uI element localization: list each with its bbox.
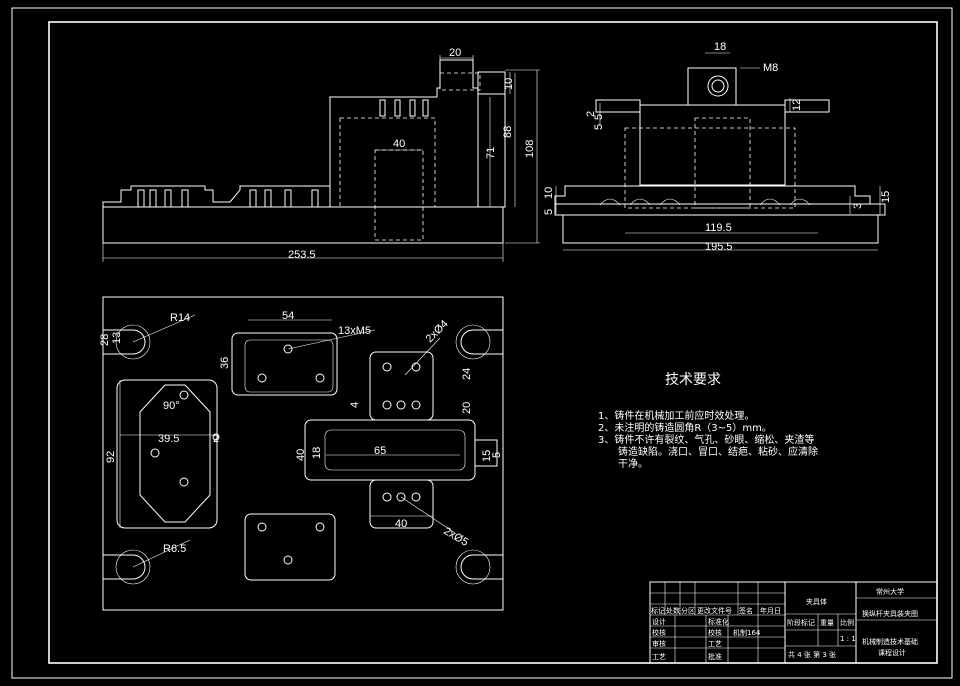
svg-text:40: 40 xyxy=(295,449,307,461)
side-view xyxy=(554,52,886,251)
svg-text:253.5: 253.5 xyxy=(288,249,316,261)
inner-frame xyxy=(48,21,938,664)
svg-text:28: 28 xyxy=(99,334,111,346)
technical-requirements: 技术要求 1、铸件在机械加工前应时效处理。 2、未注明的铸造圆角R（3~5）mm… xyxy=(598,372,818,470)
svg-text:20: 20 xyxy=(461,402,473,414)
svg-text:18: 18 xyxy=(714,41,726,53)
svg-text:设计: 设计 xyxy=(652,617,666,626)
svg-text:校核: 校核 xyxy=(652,628,666,637)
svg-text:4: 4 xyxy=(349,402,361,408)
plan-view xyxy=(102,296,504,611)
svg-text:1、铸件在机械加工前应时效处理。: 1、铸件在机械加工前应时效处理。 xyxy=(598,409,754,422)
svg-text:18: 18 xyxy=(311,447,323,459)
svg-text:24: 24 xyxy=(461,368,473,380)
svg-text:195.5: 195.5 xyxy=(705,241,733,253)
svg-text:13: 13 xyxy=(111,332,123,344)
svg-text:机制164: 机制164 xyxy=(733,628,761,637)
svg-text:M8: M8 xyxy=(763,62,778,74)
drawing-title: 换纵杆夹具装夹图 xyxy=(862,609,918,618)
svg-text:10: 10 xyxy=(503,78,515,90)
svg-text:5: 5 xyxy=(491,452,503,458)
svg-text:年月日: 年月日 xyxy=(760,606,781,615)
front-view xyxy=(102,55,540,262)
svg-text:1 : 1: 1 : 1 xyxy=(840,635,856,643)
svg-text:干净。: 干净。 xyxy=(618,457,648,470)
svg-text:审核: 审核 xyxy=(652,639,666,648)
svg-text:71: 71 xyxy=(485,147,497,159)
svg-text:比例: 比例 xyxy=(840,618,854,627)
svg-text:20: 20 xyxy=(449,47,461,59)
front-view-dimensions: 20 40 253.5 10 88 71 108 xyxy=(288,47,536,261)
svg-text:54: 54 xyxy=(282,310,294,322)
svg-text:签名: 签名 xyxy=(739,606,753,615)
svg-text:15: 15 xyxy=(481,450,493,462)
svg-text:2xØ5: 2xØ5 xyxy=(442,525,471,549)
svg-text:R6.5: R6.5 xyxy=(163,543,186,555)
svg-text:批准: 批准 xyxy=(708,652,722,661)
svg-text:处数: 处数 xyxy=(666,606,680,615)
svg-text:90°: 90° xyxy=(163,400,180,412)
svg-text:3: 3 xyxy=(852,203,864,209)
notes-title: 技术要求 xyxy=(665,372,721,388)
svg-text:5: 5 xyxy=(593,124,605,130)
svg-text:阶段标记: 阶段标记 xyxy=(787,618,815,627)
part-name: 夹具体 xyxy=(806,597,827,606)
svg-text:40: 40 xyxy=(393,138,405,150)
svg-text:88: 88 xyxy=(502,126,514,138)
svg-text:12: 12 xyxy=(791,99,803,111)
svg-text:共 4 张 第 3 张: 共 4 张 第 3 张 xyxy=(788,650,836,659)
svg-text:3、铸件不许有裂纹、气孔、砂眼、缩松、夹渣等: 3、铸件不许有裂纹、气孔、砂眼、缩松、夹渣等 xyxy=(598,433,814,446)
svg-text:2: 2 xyxy=(213,433,219,445)
svg-text:铸造缺陷。浇口、冒口、结疤、粘砂、应清除: 铸造缺陷。浇口、冒口、结疤、粘砂、应清除 xyxy=(618,445,818,458)
svg-text:更改文件号: 更改文件号 xyxy=(697,606,732,615)
svg-text:课程设计: 课程设计 xyxy=(878,648,906,657)
svg-text:5: 5 xyxy=(593,114,605,120)
svg-text:5: 5 xyxy=(543,209,555,215)
outer-frame xyxy=(11,7,953,679)
svg-text:标记: 标记 xyxy=(651,606,665,615)
svg-text:分区: 分区 xyxy=(681,606,695,615)
svg-text:R14: R14 xyxy=(170,312,190,324)
svg-text:机械制造技术基础: 机械制造技术基础 xyxy=(862,637,918,646)
title-block: 标记 处数 分区 更改文件号 签名 年月日 设计 标准化 校核 校核 机制164… xyxy=(649,581,938,664)
svg-text:标准化: 标准化 xyxy=(708,617,729,626)
svg-text:36: 36 xyxy=(219,357,231,369)
svg-text:10: 10 xyxy=(543,187,555,199)
svg-text:工艺: 工艺 xyxy=(708,640,722,648)
svg-text:119.5: 119.5 xyxy=(705,222,732,234)
svg-text:39.5: 39.5 xyxy=(158,433,179,445)
svg-text:校核: 校核 xyxy=(708,628,722,637)
university: 常州大学 xyxy=(876,587,904,596)
svg-text:工艺: 工艺 xyxy=(652,653,666,661)
svg-text:40: 40 xyxy=(395,518,407,530)
svg-text:13xM5: 13xM5 xyxy=(338,325,371,337)
svg-text:108: 108 xyxy=(524,140,536,158)
plan-view-dimensions: R14 54 13xM5 2xØ4 90° 39.5 2 65 40 2xØ5 … xyxy=(99,310,503,555)
svg-text:15: 15 xyxy=(880,191,892,203)
svg-text:2: 2 xyxy=(585,111,597,117)
svg-text:重量: 重量 xyxy=(820,619,834,627)
svg-text:65: 65 xyxy=(374,445,386,457)
svg-text:92: 92 xyxy=(105,451,117,463)
side-view-dimensions: 18 M8 119.5 195.5 12 2 5 5 10 5 3 15 xyxy=(543,41,892,253)
svg-text:2、未注明的铸造圆角R（3~5）mm。: 2、未注明的铸造圆角R（3~5）mm。 xyxy=(598,421,772,434)
